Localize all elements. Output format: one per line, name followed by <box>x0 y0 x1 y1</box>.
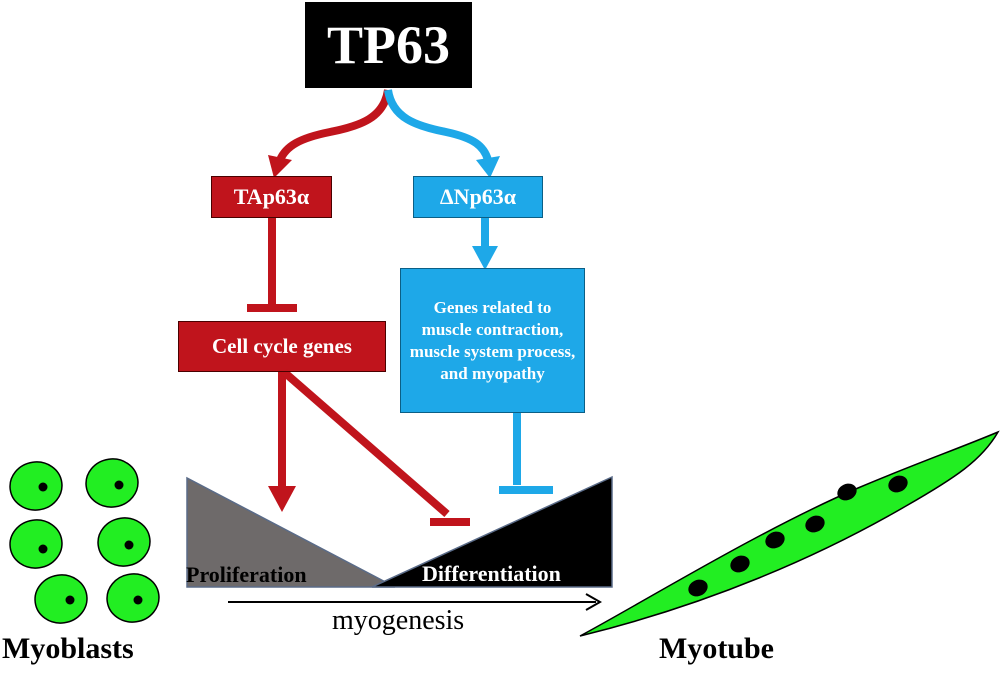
tp63-to-tap63a-branch <box>276 89 392 162</box>
myoblast-cell <box>97 517 151 567</box>
cell-cycle-genes-box <box>178 321 386 372</box>
differentiation-triangle <box>371 475 613 588</box>
myogenesis-label: myogenesis <box>332 605 465 636</box>
myotube-label: Myotube <box>659 632 774 665</box>
dnp63a-label: ΔNp63α <box>439 184 517 209</box>
genes-arrowhead <box>472 246 498 270</box>
muscle-genes-box <box>400 268 585 413</box>
cell-cycle-genes-node: Cell cycle genes <box>178 321 386 372</box>
myoblasts-label: Myoblasts <box>2 632 134 665</box>
myoblast-cells <box>9 458 160 624</box>
myoblast-cell <box>106 573 160 623</box>
cell-cycle-genes-label: Cell cycle genes <box>212 334 352 358</box>
tp63-to-dnp63a-branch <box>384 89 492 162</box>
proliferation-triangle <box>186 476 396 588</box>
tap63a-label: TAp63α <box>233 184 310 209</box>
dnp63a-arrowhead <box>476 156 500 178</box>
proliferation-label: Proliferation <box>186 562 307 587</box>
tp63-label: TP63 <box>326 15 450 75</box>
myotube-cell <box>579 430 1000 637</box>
muscle-genes-node: Genes related to muscle contraction, mus… <box>400 268 585 413</box>
myoblast-cell <box>9 519 63 569</box>
muscle-genes-label: Genes related to muscle contraction, mus… <box>409 297 576 383</box>
proliferation-arrowhead <box>268 486 296 512</box>
myoblast-cell <box>9 461 63 511</box>
dnp63a-box <box>413 176 543 218</box>
differentiation-label: Differentiation <box>422 561 561 586</box>
tap63a-arrowhead <box>268 155 292 178</box>
myogenesis-arrowhead <box>585 593 603 611</box>
dnp63a-node: ΔNp63α <box>413 176 543 218</box>
myoblast-cell <box>85 458 139 508</box>
tap63a-box <box>211 176 332 218</box>
tap63a-node: TAp63α <box>211 176 332 218</box>
cell-cycle-inhibits-differentiation-line <box>281 368 450 518</box>
tp63-node: TP63 <box>305 2 472 88</box>
myoblast-cell <box>34 574 88 624</box>
